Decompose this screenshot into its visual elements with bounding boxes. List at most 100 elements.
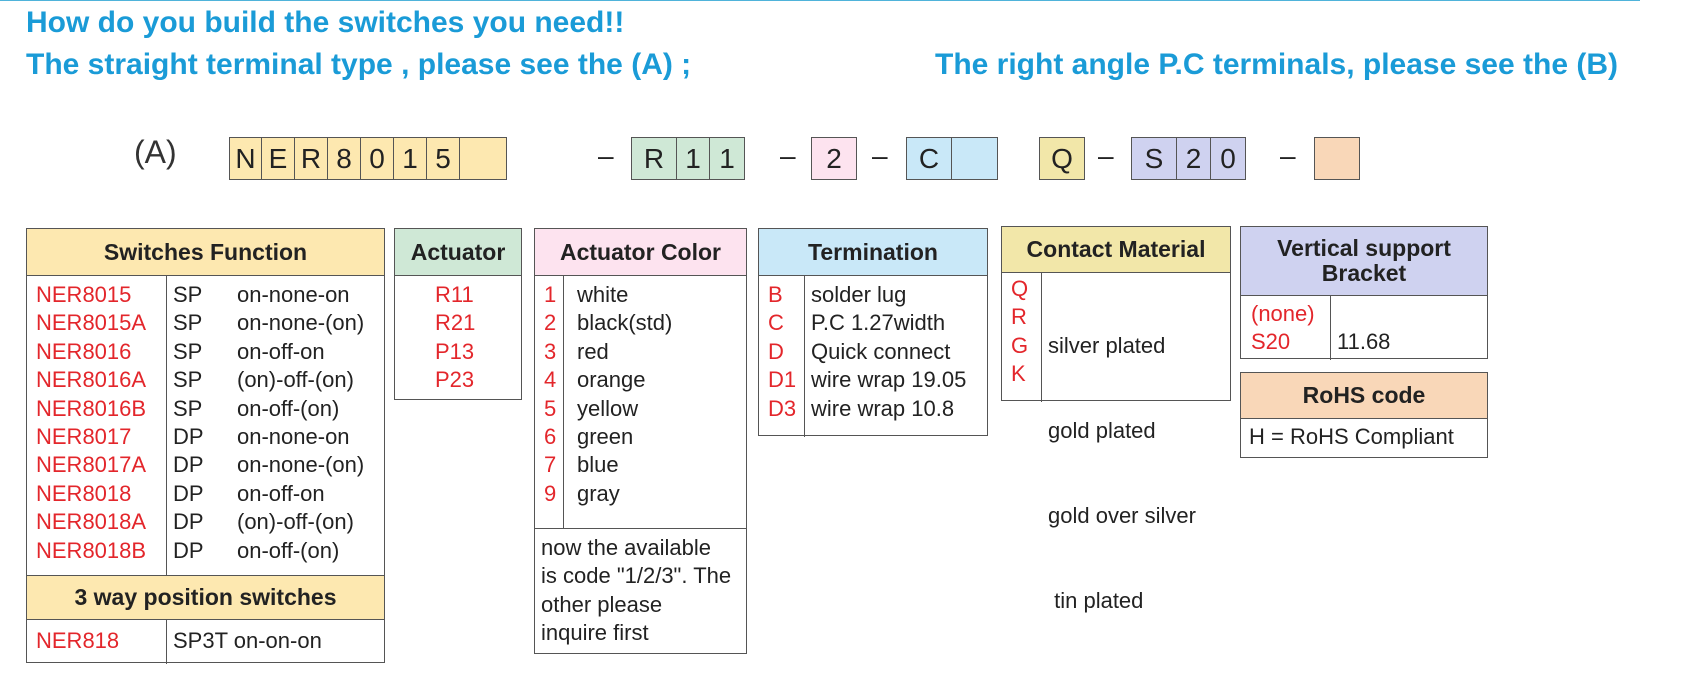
function-pole: DP xyxy=(173,480,204,506)
contact-material-header: Contact Material xyxy=(1002,227,1230,273)
three-way-action: SP3T on-on-on xyxy=(173,628,322,653)
color-code: 4 xyxy=(544,367,557,393)
actuator-header: Actuator xyxy=(395,229,521,276)
code-cell xyxy=(952,138,997,179)
header-line: Bracket xyxy=(1321,260,1407,286)
termination-code: D1 xyxy=(768,367,797,393)
code-separator: – xyxy=(780,140,796,171)
actuator-color-header: Actuator Color xyxy=(535,229,746,276)
termination-name: P.C 1.27width xyxy=(811,310,946,336)
contact-name: silver plated xyxy=(1048,332,1166,358)
code-cell: S xyxy=(1132,138,1177,179)
color-code: 1 xyxy=(544,282,557,307)
color-code: 2 xyxy=(544,310,557,336)
function-pole: SP xyxy=(173,310,203,336)
code-cell: R xyxy=(295,138,328,179)
bracket-value: 11.68 xyxy=(1337,329,1391,354)
function-action: on-none-(on) xyxy=(237,452,365,478)
termination-code: D xyxy=(768,338,784,364)
code-group-termination: C xyxy=(906,137,998,180)
termination-header: Termination xyxy=(759,229,987,276)
color-name: blue xyxy=(577,452,619,478)
termination-table: Termination B C D D1 D3 solder lug P.C 1… xyxy=(758,228,988,437)
code-separator: – xyxy=(1098,140,1114,171)
function-code: NER8018B xyxy=(36,537,147,563)
color-name: black(std) xyxy=(577,310,673,336)
bracket-code: S20 xyxy=(1251,329,1291,355)
code-separator: – xyxy=(598,140,614,171)
termination-name: wire wrap 10.8 xyxy=(811,395,955,421)
color-code: 9 xyxy=(544,480,557,506)
code-cell xyxy=(1315,138,1359,179)
termination-codes-column: B C D D1 D3 xyxy=(768,281,796,423)
top-rule xyxy=(0,0,1640,1)
right-angle-terminal-note: The right angle P.C terminals, please se… xyxy=(935,48,1618,81)
termination-name: wire wrap 19.05 xyxy=(811,367,967,393)
color-name: red xyxy=(577,338,609,364)
code-cell: C xyxy=(907,138,952,179)
code-cell: 2 xyxy=(812,138,856,179)
switches-function-header: Switches Function xyxy=(27,229,384,276)
contact-name: gold plated xyxy=(1048,418,1156,444)
code-group-color: 2 xyxy=(811,137,857,180)
code-cell: 1 xyxy=(677,138,710,179)
contact-code: Q xyxy=(1011,276,1029,301)
actuator-code: P23 xyxy=(435,367,475,393)
color-code: 5 xyxy=(544,395,557,421)
code-cell: 0 xyxy=(1211,138,1245,179)
bracket-codes-column: (none) S20 xyxy=(1251,300,1315,357)
function-code: NER8017 xyxy=(36,424,132,450)
contact-code: G xyxy=(1011,332,1029,358)
function-action: on-none-(on) xyxy=(237,310,365,336)
actuator-color-table: Actuator Color 1 2 3 4 5 6 7 9 white bla… xyxy=(534,228,747,654)
function-codes-column: NER8015 NER8015A NER8016 NER8016A NER801… xyxy=(36,281,146,565)
code-cell: 0 xyxy=(361,138,394,179)
vertical-support-table: Vertical support Bracket (none) S20 11.6… xyxy=(1240,226,1488,360)
function-pole: SP xyxy=(173,395,203,421)
contact-code: K xyxy=(1011,361,1026,387)
termination-name: Quick connect xyxy=(811,338,951,364)
function-pole: DP xyxy=(173,452,204,478)
function-pole: DP xyxy=(173,537,204,563)
code-group-contact: Q xyxy=(1039,137,1085,180)
straight-terminal-note: The straight terminal type , please see … xyxy=(26,48,692,81)
function-pole: DP xyxy=(173,424,204,450)
code-separator: – xyxy=(1280,140,1296,171)
function-action: on-off-on xyxy=(237,338,325,364)
function-code: NER8017A xyxy=(36,452,147,478)
rohs-table: RoHS code H = RoHS Compliant xyxy=(1240,372,1488,458)
color-name: yellow xyxy=(577,395,639,421)
color-availability-note: now the available is code "1/2/3". The o… xyxy=(541,534,731,648)
code-cell: N xyxy=(230,138,262,179)
page-title: How do you build the switches you need!! xyxy=(26,6,625,39)
code-cell: 1 xyxy=(710,138,744,179)
code-group-bracket: S 2 0 xyxy=(1131,137,1246,180)
color-name: green xyxy=(577,424,634,450)
code-cell: 5 xyxy=(427,138,460,179)
function-code: NER8016 xyxy=(36,338,132,364)
color-code: 6 xyxy=(544,424,557,450)
rohs-text: H = RoHS Compliant xyxy=(1249,424,1454,449)
three-way-code: NER818 xyxy=(36,628,120,653)
code-cell: 2 xyxy=(1177,138,1211,179)
function-action-column: on-none-on on-none-(on) on-off-on (on)-o… xyxy=(237,281,364,565)
color-code: 7 xyxy=(544,452,557,478)
function-code: NER8018A xyxy=(36,509,147,535)
vertical-support-header: Vertical support Bracket xyxy=(1241,227,1487,296)
function-code: NER8016B xyxy=(36,395,147,421)
function-code: NER8018 xyxy=(36,480,132,506)
code-cell: 8 xyxy=(328,138,361,179)
termination-names-column: solder lug P.C 1.27width Quick connect w… xyxy=(811,281,966,423)
termination-code: B xyxy=(768,282,783,307)
function-pole: SP xyxy=(173,338,203,364)
color-names-column: white black(std) red orange yellow green… xyxy=(577,281,672,508)
code-label-a: (A) xyxy=(134,134,177,170)
code-cell: Q xyxy=(1040,138,1084,179)
code-group-function: N E R 8 0 1 5 xyxy=(229,137,507,180)
function-action: (on)-off-(on) xyxy=(237,509,354,535)
function-action: (on)-off-(on) xyxy=(237,367,354,393)
function-code: NER8015 xyxy=(36,282,132,307)
function-action: on-none-on xyxy=(237,282,350,307)
contact-names-column: silver plated gold plated gold over silv… xyxy=(1048,275,1196,673)
contact-name: gold over silver xyxy=(1048,503,1196,529)
